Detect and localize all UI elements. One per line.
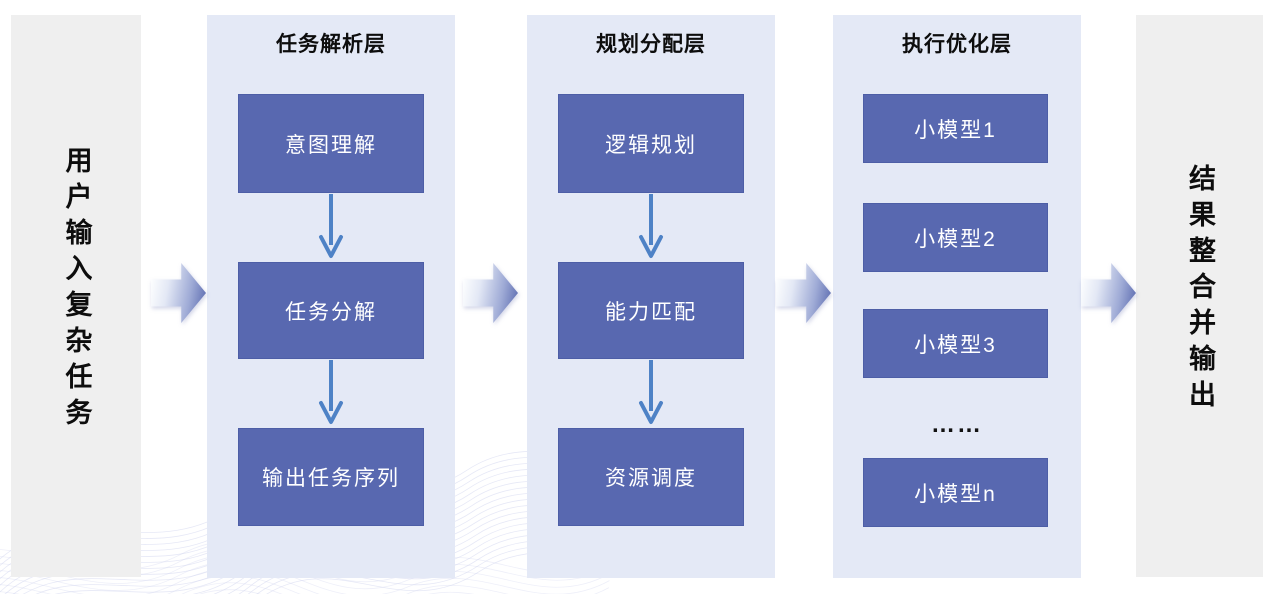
output-column-label: 结果整合并输出 — [1185, 164, 1215, 416]
down-arrow-icon — [639, 360, 663, 424]
down-arrow-icon — [639, 194, 663, 258]
node-small-model-n: 小模型n — [863, 458, 1048, 527]
node-logic-planning: 逻辑规划 — [558, 94, 744, 193]
ellipsis-label: …… — [931, 411, 983, 438]
input-column-label: 用户输入复杂任务 — [61, 146, 92, 434]
node-task-decomposition: 任务分解 — [238, 262, 424, 359]
output-column: 结果整合并输出 — [1136, 15, 1263, 577]
right-arrow-icon — [463, 263, 518, 323]
right-arrow-icon — [776, 263, 831, 323]
node-output-task-sequence: 输出任务序列 — [238, 428, 424, 526]
node-small-model-1: 小模型1 — [863, 94, 1048, 163]
node-small-model-2: 小模型2 — [863, 203, 1048, 272]
layer-title: 执行优化层 — [902, 33, 1012, 56]
layer-panel-planning-allocation: 规划分配层 逻辑规划 能力匹配 资源调度 — [527, 15, 775, 578]
flow-arrow-parsing-to-planning — [463, 263, 518, 323]
node-resource-scheduling: 资源调度 — [558, 428, 744, 526]
down-arrow-icon — [319, 194, 343, 258]
node-capability-matching: 能力匹配 — [558, 262, 744, 359]
node-small-model-3: 小模型3 — [863, 309, 1048, 378]
right-arrow-icon — [1081, 263, 1136, 323]
down-arrow-icon — [319, 360, 343, 424]
flow-arrow-planning-to-execution — [776, 263, 831, 323]
layer-panel-task-parsing: 任务解析层 意图理解 任务分解 输出任务序列 — [207, 15, 455, 578]
layer-title: 规划分配层 — [596, 33, 706, 56]
layer-panel-execution-optimization: 执行优化层 小模型1 小模型2 小模型3 …… 小模型n — [833, 15, 1081, 578]
layer-title: 任务解析层 — [276, 33, 386, 56]
input-column: 用户输入复杂任务 — [11, 15, 141, 577]
flow-arrow-input-to-parsing — [151, 263, 206, 323]
flow-arrow-execution-to-output — [1081, 263, 1136, 323]
right-arrow-icon — [151, 263, 206, 323]
node-intent-understanding: 意图理解 — [238, 94, 424, 193]
